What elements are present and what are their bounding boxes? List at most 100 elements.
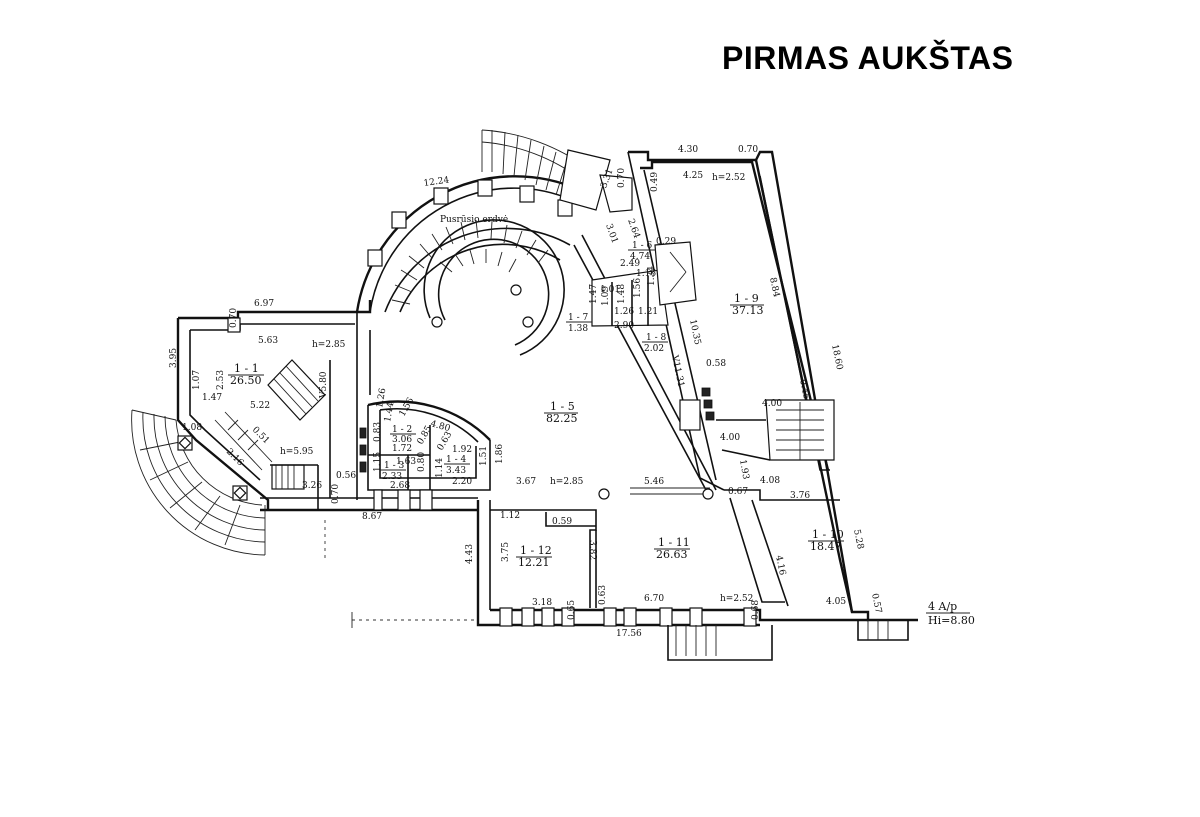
dimension: 2.49 — [620, 259, 640, 269]
dimension: 3.18 — [532, 598, 552, 608]
dimension: 2.20 — [452, 477, 472, 487]
dimension: 1.26 — [614, 307, 634, 317]
height-label: h=2.52 — [720, 594, 753, 604]
dimension: 1.86 — [495, 444, 505, 464]
dimension: 1.26 — [375, 387, 388, 409]
dimension: 0.68 — [751, 600, 761, 620]
dimension: 4.00 — [720, 433, 740, 443]
dimension: 1.21 — [638, 307, 658, 317]
room-1-2-id: 1 - 2 — [392, 425, 412, 435]
lower-rooms — [324, 509, 909, 661]
room-1-9-id: 1 - 9 — [734, 292, 759, 305]
height-label: h=5.95 — [280, 447, 314, 457]
dimension: 1.16 — [636, 269, 656, 279]
dimension: 4.00 — [762, 399, 782, 409]
dimension: 2.68 — [390, 481, 410, 491]
dimension: 1.48 — [617, 284, 627, 304]
dimension: 6.97 — [254, 299, 274, 309]
dimension: 4.25 — [683, 171, 703, 181]
dimension: 0.63 — [598, 585, 608, 605]
dimension: 0.80 — [417, 452, 427, 472]
dimension: 1.51 — [479, 446, 489, 466]
dimension: 1.01 — [600, 285, 620, 295]
dimension: 1.07 — [192, 370, 202, 390]
dimension: 1.12 — [500, 511, 520, 521]
dimension: 12.24 — [423, 175, 450, 189]
room-1-10-id: 1 - 10 — [812, 528, 844, 541]
height-label: h=2.85 — [550, 477, 584, 487]
room-1-10-area: 18.47 — [810, 540, 842, 553]
dimension: 2.53 — [216, 370, 226, 390]
room-labels: 1 - 1 26.50 1 - 2 3.06 1 - 3 2.33 1 - 4 … — [228, 241, 844, 569]
room-1-7-id: 1 - 7 — [568, 313, 588, 323]
room-1-5-id: 1 - 5 — [550, 400, 575, 413]
dimension: V5.80 — [319, 371, 329, 399]
room-1-6-id: 1 - 6 — [632, 241, 652, 251]
dimension: 0.83 — [373, 422, 383, 442]
dimension: 0.56 — [336, 471, 356, 481]
room-1-11-id: 1 - 11 — [658, 536, 690, 549]
floor-title: PIRMAS AUKŠTAS — [722, 40, 1014, 76]
half-basement-label: Pusrūsio erdvė — [440, 215, 508, 225]
room-1-1-area: 26.50 — [230, 374, 262, 387]
room-1-12-area: 12.21 — [518, 556, 550, 569]
dimension: 8.67 — [362, 512, 382, 522]
room-1-3-area: 2.33 — [382, 472, 402, 482]
dimension: 0.70 — [331, 484, 341, 504]
dimension: V11.31 — [669, 354, 686, 389]
dimension: 1.15 — [373, 452, 383, 472]
dimension: 4.43 — [465, 544, 475, 564]
dimension: 1.47 — [589, 284, 599, 304]
room-1-7-area: 1.38 — [568, 324, 588, 334]
dimension: 0.59 — [552, 517, 572, 527]
height-labels: h=2.85 h=5.95 h=2.85 h=2.52 h=2.52 — [280, 173, 753, 604]
room-1-2-area: 3.06 — [392, 435, 412, 445]
dimension: 4.16 — [773, 555, 787, 577]
dimension: 5.22 — [250, 401, 270, 411]
height-label: h=2.85 — [312, 340, 346, 350]
dimension: 1.93 — [737, 459, 750, 481]
room-1-1-id: 1 - 1 — [234, 362, 259, 375]
dimension: 3.26 — [302, 481, 322, 491]
dimension: 3.75 — [501, 542, 511, 562]
room-1-12-id: 1 - 12 — [520, 544, 552, 557]
dimension: 0.57 — [869, 593, 883, 615]
dimension: 0.51 — [250, 425, 271, 446]
dimension: 1.72 — [392, 444, 412, 454]
dimension: 3.67 — [516, 477, 536, 487]
dimension: 1.44 — [383, 401, 396, 423]
dimension: 3.82 — [587, 540, 597, 560]
dimension: 3.76 — [790, 491, 810, 501]
dimension: 3.95 — [169, 348, 179, 368]
dimension: 1.56 — [398, 396, 417, 419]
hall-right-wall — [573, 234, 835, 500]
height-label: h=2.52 — [712, 173, 745, 183]
dimension: 0.58 — [706, 359, 726, 369]
stamp-line2: Hi=8.80 — [928, 614, 975, 627]
room-1-8-id: 1 - 8 — [646, 333, 666, 343]
dimension: 1.09 — [601, 286, 611, 306]
dimension: 4.08 — [760, 476, 780, 486]
dimension: 0.70 — [617, 168, 627, 188]
dimension: 0.45 — [797, 379, 811, 401]
dimension: 17.56 — [616, 629, 642, 639]
dimension: 1.56 — [633, 278, 643, 298]
room-1-3-id: 1 - 3 — [384, 461, 404, 471]
dimension: 2.90 — [614, 321, 634, 331]
dimension: 1.34 — [647, 266, 657, 286]
dimension: 1.47 — [202, 393, 222, 403]
dimension: 3.01 — [603, 223, 619, 245]
room-1-6-area: 4.74 — [630, 252, 650, 262]
dimension: 4.05 — [826, 597, 846, 607]
dimension: 1.08 — [182, 423, 202, 433]
room-1-4-id: 1 - 4 — [446, 455, 466, 465]
dimension: 4.30 — [678, 145, 698, 155]
dimension: 5.63 — [258, 336, 278, 346]
room-1-9-area: 37.13 — [732, 304, 764, 317]
room-1-5-area: 82.25 — [546, 412, 578, 425]
room-1-8-area: 2.02 — [644, 344, 664, 354]
stamp-line1: 4 A/p — [928, 600, 957, 613]
dimension: 8.84 — [767, 277, 781, 299]
dimension: 5.28 — [851, 529, 865, 551]
dimension: 0.67 — [728, 487, 748, 497]
